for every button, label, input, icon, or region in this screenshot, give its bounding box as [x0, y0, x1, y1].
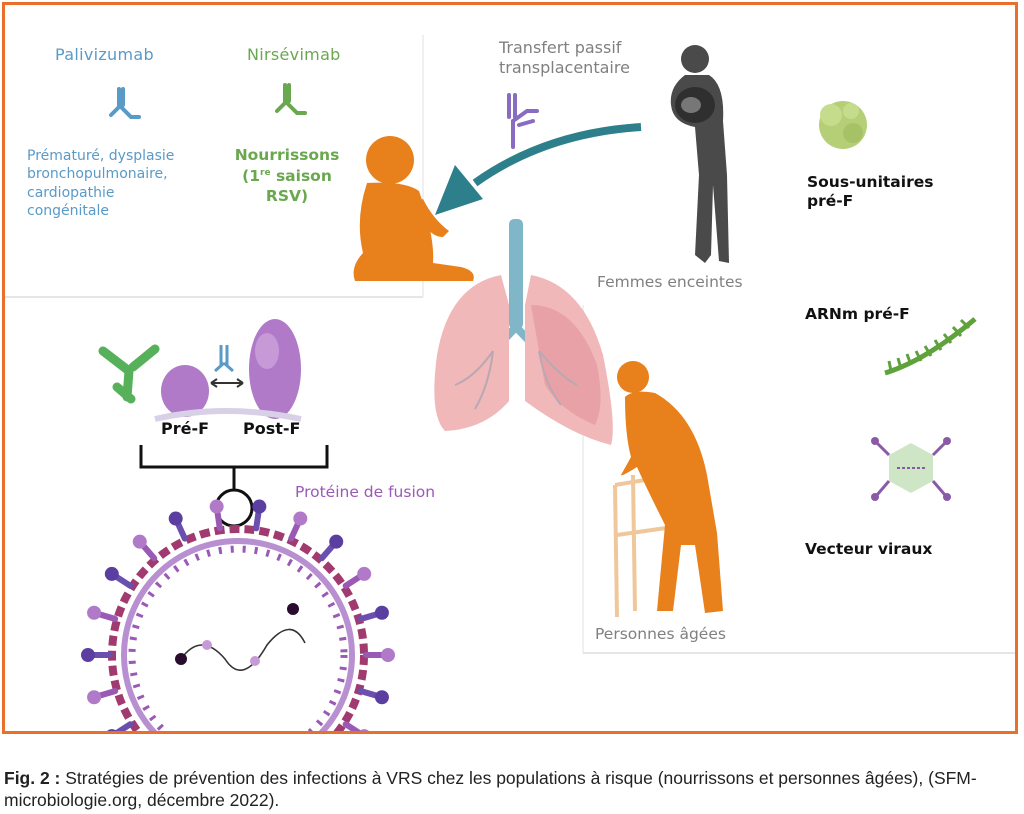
- virus-spike-head: [168, 511, 183, 526]
- pregnant-woman-icon: [670, 45, 729, 263]
- elderly-walker-icon: [613, 361, 723, 618]
- virus-spike-head: [293, 511, 308, 526]
- post-f-label: Post-F: [243, 419, 301, 438]
- virus-spike-head: [132, 534, 147, 549]
- virus-spike-head: [381, 648, 395, 662]
- virus-spike-head: [329, 534, 344, 549]
- virus-spike-head: [357, 566, 372, 581]
- transfer-arrow: [435, 123, 642, 215]
- nirsevimab-title: Nirsévimab: [247, 45, 341, 64]
- fusion-protein-label: Protéine de fusion: [295, 483, 436, 501]
- caption-text: Stratégies de prévention des infections …: [4, 768, 977, 810]
- virus-spike-head: [359, 729, 369, 731]
- subunit-protein-icon: [819, 101, 867, 149]
- virus-spike-head: [87, 690, 102, 705]
- virus-spike: [114, 721, 134, 731]
- virus-spike-head: [87, 605, 102, 620]
- vector-vaccine-label: Vecteur viraux: [805, 540, 933, 558]
- virus-spike-head: [107, 729, 117, 731]
- antibody-icon: [109, 87, 141, 119]
- virus-particle-icon: [81, 499, 395, 731]
- elderly-label: Personnes âgées: [595, 625, 726, 643]
- illustration: [5, 35, 1015, 731]
- palivizumab-description: Prématuré, dysplasie bronchopulmonaire, …: [27, 148, 175, 220]
- antibody-icon: [275, 83, 307, 115]
- fusion-protein-graphic: [98, 319, 302, 422]
- nirsevimab-description-main: Nourrissons (1: [234, 146, 340, 185]
- virus-spike: [342, 721, 362, 731]
- pre-f-label: Pré-F: [161, 419, 210, 438]
- mrna-strand-icon: [884, 317, 977, 376]
- virus-spike-head: [252, 499, 267, 514]
- caption-label: Fig. 2 :: [4, 768, 61, 788]
- pregnant-women-label: Femmes enceintes: [597, 273, 743, 291]
- virus-spike-head: [374, 605, 389, 620]
- transfer-label: Transfert passif transplacentaire: [499, 38, 630, 77]
- mrna-vaccine-label: ARNm pré-F: [805, 305, 910, 323]
- nirsevimab-description-tail: saison RSV): [265, 166, 332, 206]
- figure-caption: Fig. 2 : Stratégies de prévention des in…: [4, 767, 1020, 811]
- subunit-vaccine-label: Sous-unitaires pré-F: [807, 173, 934, 211]
- figure-frame: Palivizumab Prématuré, dysplasie broncho…: [2, 2, 1018, 734]
- infant-icon: [353, 136, 474, 281]
- virus-spike-head: [209, 499, 224, 514]
- antibody-icon: [507, 93, 539, 149]
- nirsevimab-description: Nourrissons (1re saison RSV): [227, 145, 347, 207]
- nirsevimab-description-superscript: re: [260, 167, 271, 178]
- virus-spike-head: [81, 648, 95, 662]
- lungs-icon: [434, 219, 613, 445]
- virus-spike-head: [104, 566, 119, 581]
- virus-spike-head: [374, 690, 389, 705]
- viral-vector-icon: [871, 437, 951, 501]
- palivizumab-title: Palivizumab: [55, 45, 154, 64]
